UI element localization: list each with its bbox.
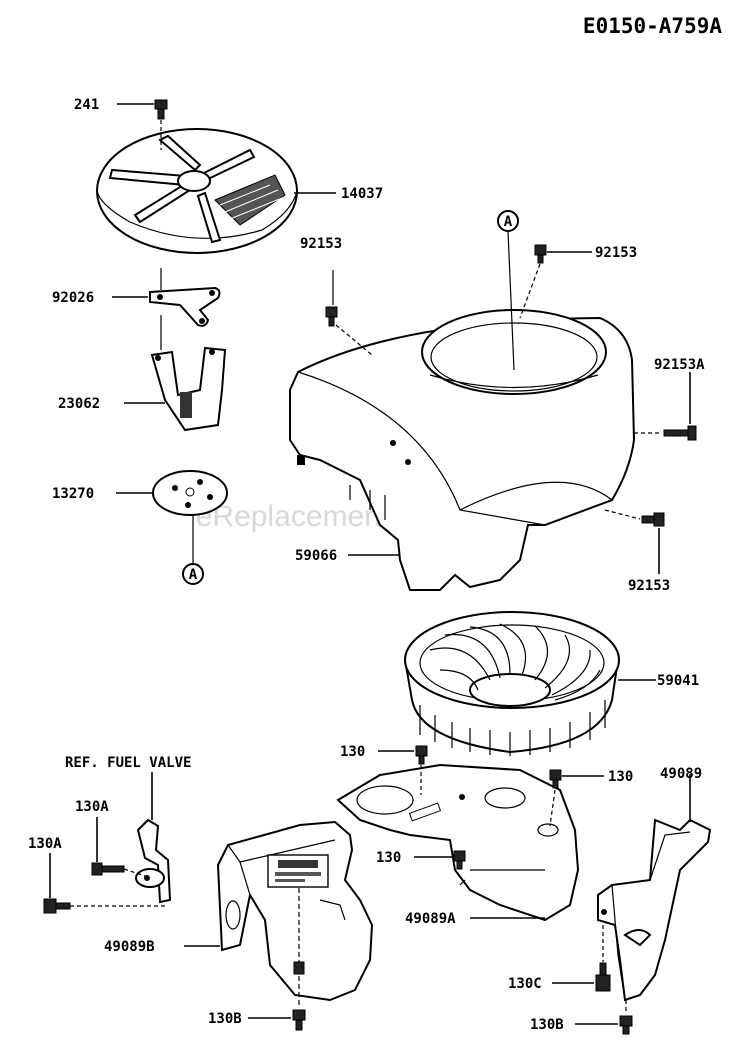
label-130-right: 130 [608, 769, 633, 785]
callout-a-upper: A [497, 210, 519, 232]
label-92153-left: 92153 [300, 236, 342, 252]
bolt-130-top[interactable] [415, 745, 428, 765]
label-59066: 59066 [295, 548, 337, 564]
label-59041: 59041 [657, 673, 699, 689]
bolt-130-right[interactable] [549, 769, 562, 789]
callout-a-lower: A [182, 563, 204, 585]
shroud-49089A[interactable] [336, 763, 580, 922]
svg-text:A: A [189, 567, 198, 583]
label-130B-right: 130B [530, 1017, 564, 1033]
label-130A-lower: 130A [28, 836, 62, 852]
bolt-130A-upper[interactable] [91, 862, 125, 876]
label-130-top: 130 [340, 744, 365, 760]
shroud-49089B[interactable] [216, 820, 374, 1002]
label-130-mid: 130 [376, 850, 401, 866]
svg-text:A: A [504, 214, 513, 230]
label-241: 241 [74, 97, 99, 113]
label-92026: 92026 [52, 290, 94, 306]
screen-mesh [214, 174, 286, 226]
bolt-130B-left[interactable] [292, 1009, 306, 1031]
label-92153A: 92153A [654, 357, 705, 373]
screen-14037[interactable] [96, 128, 298, 254]
bolt-92153-left[interactable] [325, 306, 338, 327]
label-130B-left: 130B [208, 1011, 242, 1027]
fan-59041[interactable] [404, 611, 620, 756]
plate-92026[interactable] [149, 286, 221, 327]
bolt-92153-bottom[interactable] [641, 512, 665, 527]
label-49089: 49089 [660, 766, 702, 782]
shroud-49089[interactable] [597, 818, 712, 1002]
fan-housing-59066[interactable] [289, 309, 636, 591]
bolt-92153-top[interactable] [534, 244, 547, 264]
bolt-130A-lower[interactable] [43, 898, 71, 914]
ref-fuel-valve-note: REF. FUEL VALVE [65, 755, 191, 771]
plate-13270[interactable] [152, 470, 228, 516]
bolt-130B-right[interactable] [619, 1015, 633, 1035]
bolt-92153A[interactable] [663, 425, 697, 441]
bracket-23062[interactable] [150, 346, 227, 432]
label-130A-upper: 130A [75, 799, 109, 815]
label-49089A: 49089A [405, 911, 456, 927]
label-92153-bottom: 92153 [628, 578, 670, 594]
bolt-130-mid[interactable] [453, 850, 466, 870]
label-14037: 14037 [341, 186, 383, 202]
bolt-130C[interactable] [595, 962, 611, 992]
label-49089B: 49089B [104, 939, 155, 955]
bolt-241[interactable] [154, 99, 168, 120]
label-23062: 23062 [58, 396, 100, 412]
fuel-valve-bracket[interactable] [135, 818, 172, 904]
warning-decal [267, 854, 329, 888]
label-130C: 130C [508, 976, 542, 992]
label-13270: 13270 [52, 486, 94, 502]
label-92153-top: 92153 [595, 245, 637, 261]
diagram-code: E0150-A759A [583, 14, 722, 38]
